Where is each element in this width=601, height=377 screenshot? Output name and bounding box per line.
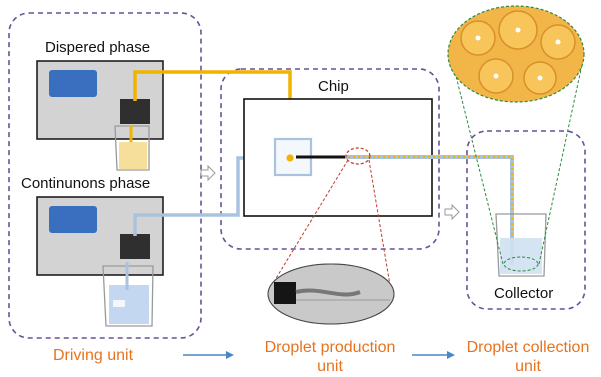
collection-unit-line1: Droplet collection (466, 339, 590, 356)
production-unit-line1: Droplet production (264, 339, 396, 356)
production-unit-label: Droplet production unit (250, 338, 410, 376)
collection-unit-line2: unit (515, 358, 541, 375)
flow-arrow-driving-to-chip (200, 164, 216, 182)
zoom-region (345, 147, 371, 165)
driving-unit-label: Driving unit (18, 346, 168, 365)
oil-beaker (114, 125, 150, 171)
continuous-phase-label: Continunons phase (21, 175, 151, 192)
pump-screen (49, 206, 97, 233)
arrow-production-to-collection (412, 351, 455, 359)
collector-beaker (495, 213, 547, 277)
pump-screen (49, 70, 97, 97)
pump-syringe-block (120, 234, 150, 259)
driving-unit-text: Driving unit (52, 347, 134, 364)
flow-arrow-chip-to-collector (444, 203, 460, 221)
droplet-micrograph (447, 5, 585, 103)
collector-label: Collector (494, 285, 554, 302)
junction-droplet (286, 154, 294, 162)
dispersed-phase-label: Dispered phase (45, 39, 151, 56)
pump-continuous (36, 196, 164, 276)
chip-label: Chip (318, 78, 349, 95)
arrow-driving-to-production (183, 351, 234, 359)
pump-syringe-block (120, 99, 150, 124)
production-unit-line2: unit (317, 358, 343, 375)
collection-unit-label: Droplet collection unit (455, 338, 601, 376)
micrograph-inset (267, 263, 395, 325)
collection-unit-box (466, 130, 586, 310)
water-beaker (102, 265, 154, 327)
